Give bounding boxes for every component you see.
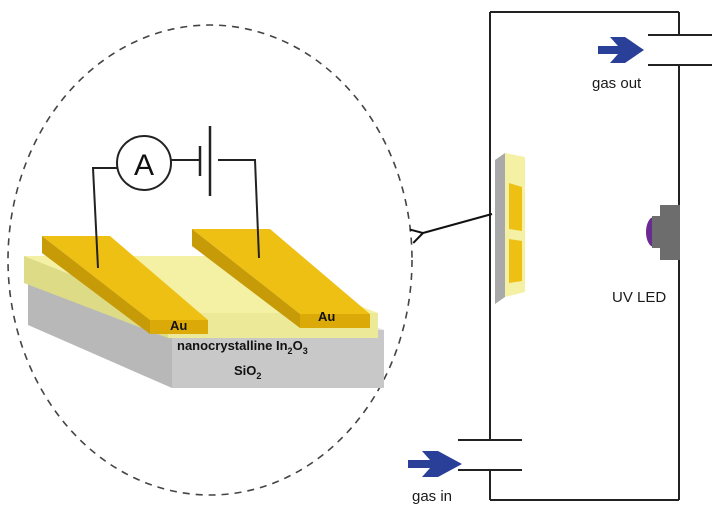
battery-icon [198,126,212,196]
gas-out-arrow-icon [598,37,644,63]
film-sub-2: 3 [303,346,308,356]
circuit-wires [91,159,260,269]
gas-chamber [458,11,712,501]
zoom-arrow [409,213,493,244]
gold-label-right: Au [318,309,335,324]
film-label-text: nanocrystalline In [177,338,288,353]
uv-led-icon [646,205,680,260]
mini-sensor-chip [495,153,525,304]
film-mid: O [293,338,303,353]
gas-out-label: gas out [592,75,642,92]
substrate-label: SiO2 [234,363,261,381]
gas-in-arrow-icon [408,451,462,477]
film-label: nanocrystalline In2O3 [177,338,308,356]
ammeter-label: A [134,149,154,182]
uv-led-label: UV LED [612,289,666,306]
ammeter-icon [116,135,172,191]
sensor-stack [24,229,384,388]
zoom-ellipse [7,24,413,496]
film-sub-1: 2 [288,346,293,356]
gas-in-label: gas in [412,488,452,505]
gold-label-left: Au [170,318,187,333]
substrate-sub: 2 [256,371,261,381]
substrate-label-text: SiO [234,363,256,378]
